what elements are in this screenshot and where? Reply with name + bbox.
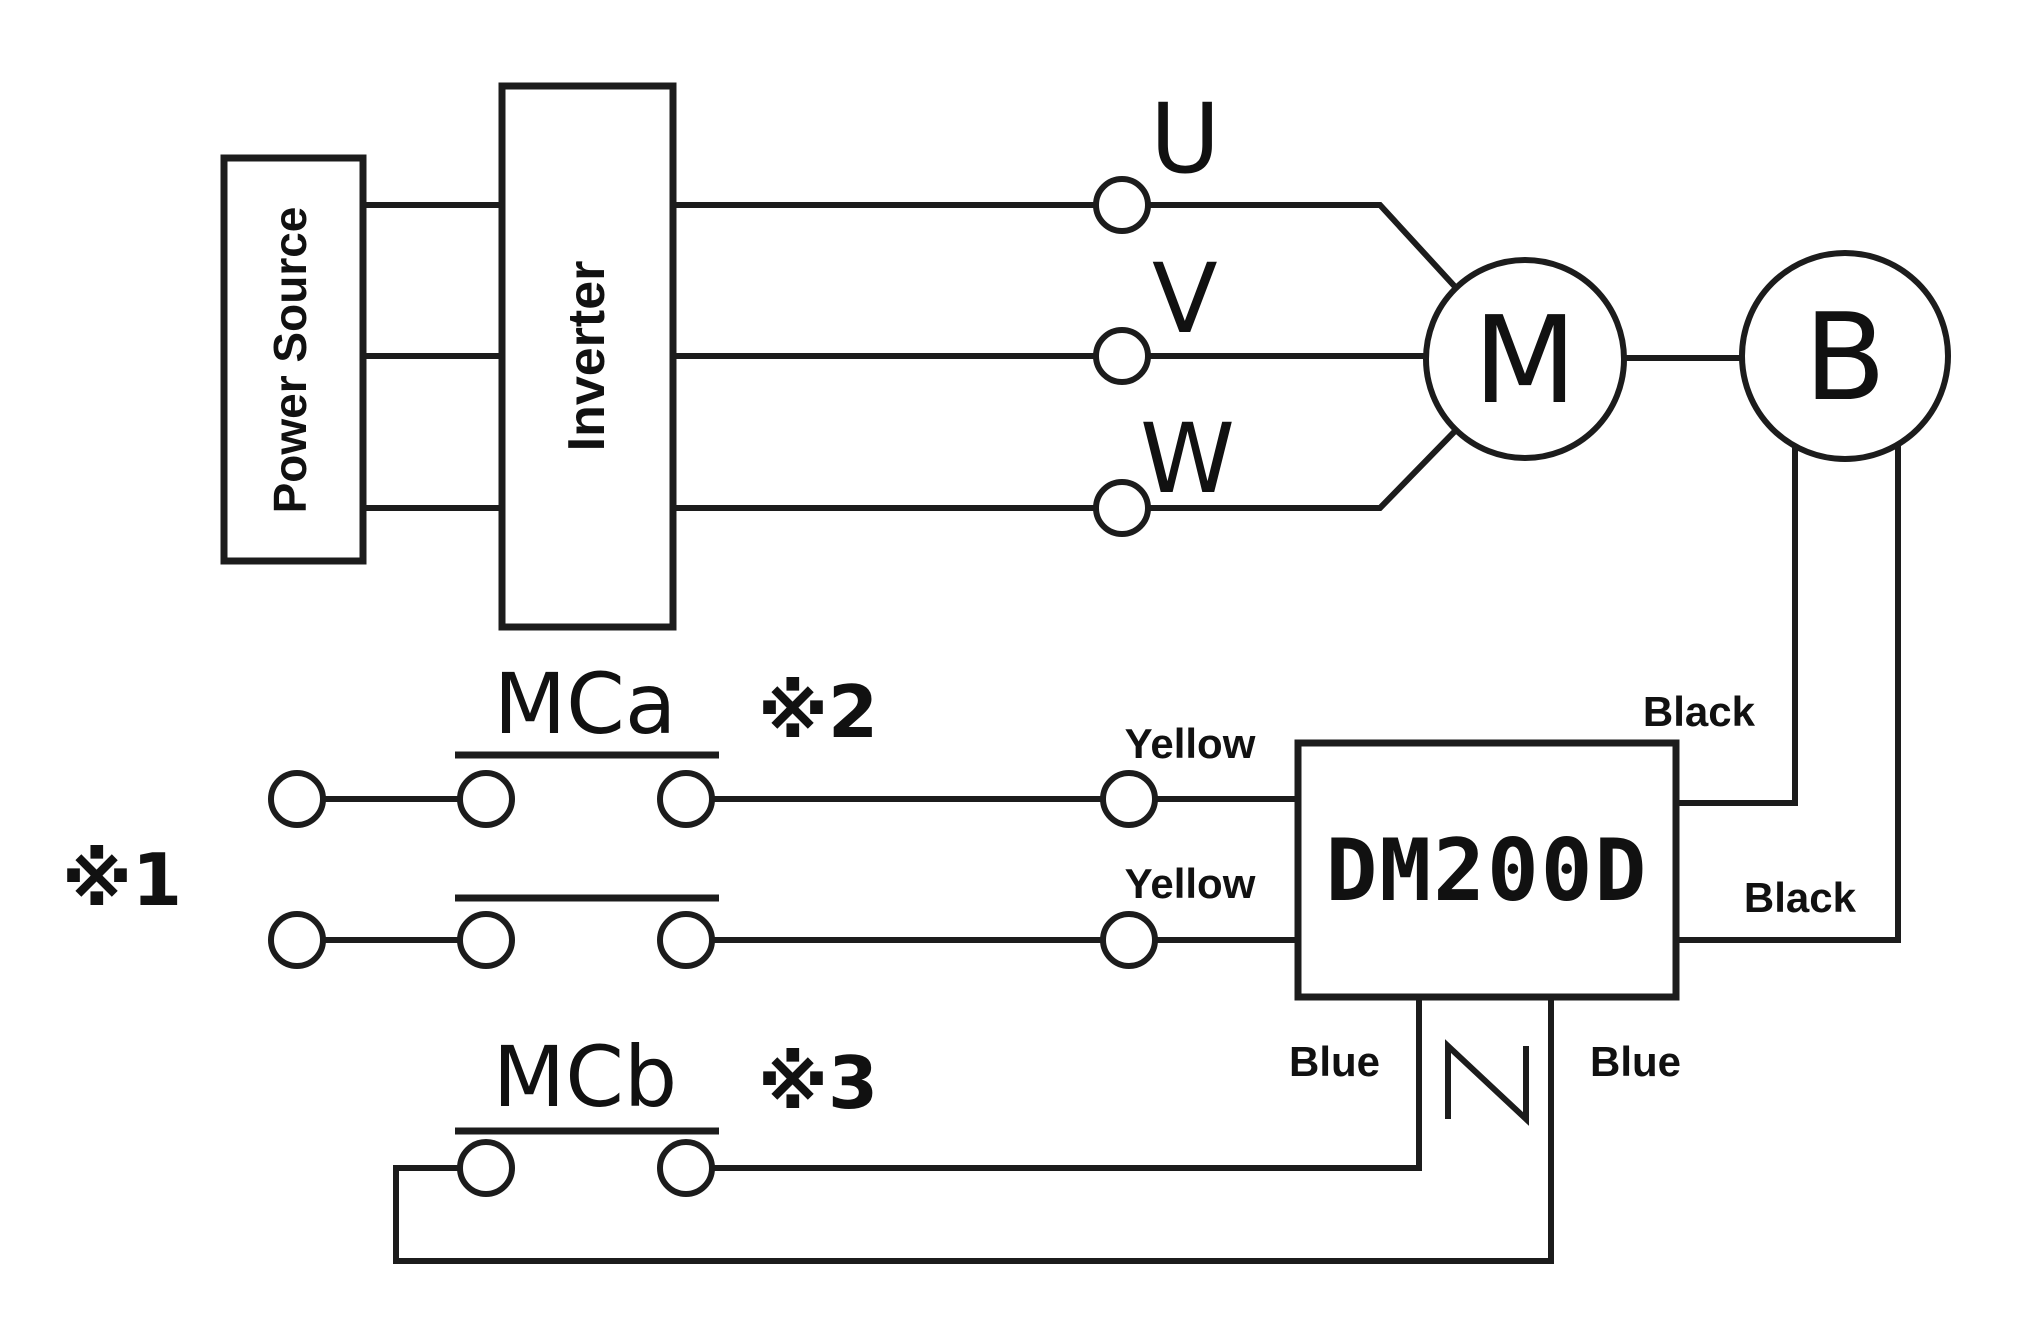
power-source-box xyxy=(220,154,367,565)
brake-label: B xyxy=(1804,289,1886,428)
n-symbol xyxy=(1445,1039,1529,1126)
inverter-box xyxy=(498,82,677,631)
wire-u-motor xyxy=(1148,202,1461,293)
terminal-w xyxy=(1093,479,1151,537)
power-source-label: Power Source xyxy=(264,207,316,514)
inverter-label: Inverter xyxy=(558,261,616,452)
wire-brake-black-1 xyxy=(1676,446,1798,806)
black-label-2: Black xyxy=(1744,874,1857,921)
yellow-label-2: Yellow xyxy=(1125,860,1256,907)
mca-row2-terminal-1 xyxy=(268,911,326,969)
mcb-label: MCb xyxy=(493,1028,677,1126)
wire-brake-black-2 xyxy=(1676,444,1901,943)
ref-3: ※3 xyxy=(758,1041,878,1125)
wire-w-motor xyxy=(1148,425,1461,511)
mca-row2-terminal-3 xyxy=(657,911,715,969)
mcb-terminal-2 xyxy=(657,1139,715,1197)
dm200d-box xyxy=(1294,739,1680,1001)
brake-circle xyxy=(1739,250,1951,462)
dm200d-label: DM200D xyxy=(1326,821,1649,921)
blue-label-1: Blue xyxy=(1289,1038,1380,1085)
mca-row1-terminal-2 xyxy=(457,770,515,828)
wire-mcb-blue xyxy=(712,997,1422,1171)
wire-mcb-loop xyxy=(393,997,1554,1264)
terminal-w-label: W xyxy=(1140,403,1235,515)
mcb-terminal-1 xyxy=(457,1139,515,1197)
ref-2: ※2 xyxy=(758,670,878,754)
motor-label: M xyxy=(1473,292,1577,431)
mca-row1-terminal-3 xyxy=(657,770,715,828)
terminal-v xyxy=(1093,327,1151,385)
ref-1: ※1 xyxy=(62,838,182,922)
terminal-u xyxy=(1093,176,1151,234)
motor-circle xyxy=(1423,257,1627,461)
dm200d-terminal-1 xyxy=(1100,770,1158,828)
dm200d-terminal-2 xyxy=(1100,911,1158,969)
terminal-v-label: V xyxy=(1152,243,1218,355)
mca-label: MCa xyxy=(494,655,677,753)
terminal-u-label: U xyxy=(1150,83,1220,195)
black-label-1: Black xyxy=(1643,688,1756,735)
mca-row2-terminal-2 xyxy=(457,911,515,969)
mca-row1-terminal-1 xyxy=(268,770,326,828)
blue-label-2: Blue xyxy=(1590,1038,1681,1085)
yellow-label-1: Yellow xyxy=(1125,720,1256,767)
